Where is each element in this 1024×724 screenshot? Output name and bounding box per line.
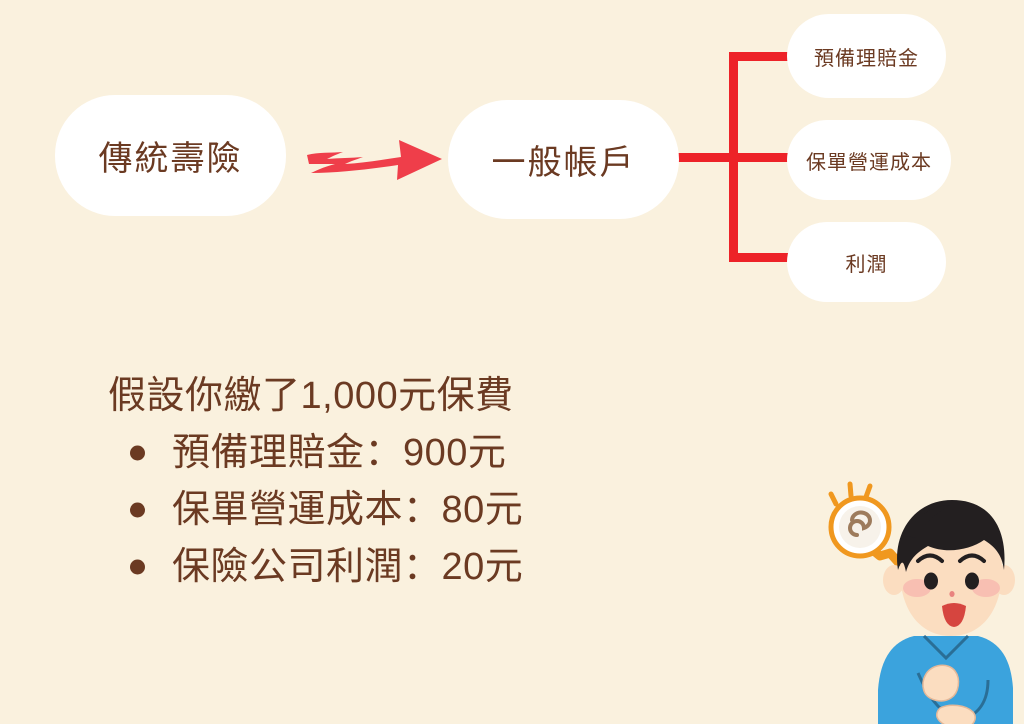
bullet-dot-icon bbox=[130, 502, 145, 518]
explanation-block: 假設你繳了1,000元保費 預備理賠金：900元 保單營運成本：80元 保險公司… bbox=[100, 372, 720, 596]
cheek-right bbox=[972, 579, 1000, 597]
list-item-label: 保險公司利潤：20元 bbox=[172, 545, 524, 588]
idea-spark-icon bbox=[828, 481, 873, 507]
diagram-node-traditional-insurance: 傳統壽險 bbox=[55, 95, 286, 216]
diagram-node-profit: 利潤 bbox=[787, 222, 946, 302]
cheek-left bbox=[903, 579, 931, 597]
mouth bbox=[942, 603, 966, 627]
list-item-label: 預備理賠金：900元 bbox=[172, 431, 507, 474]
boy-with-idea-lightbulb-illustration bbox=[828, 481, 1015, 724]
list-item: 保單營運成本：80元 bbox=[100, 482, 720, 539]
connector-branch-line-bot bbox=[729, 253, 789, 262]
eye-right bbox=[965, 572, 979, 590]
diagram-node-label: 預備理賠金 bbox=[814, 47, 919, 70]
head bbox=[897, 500, 1005, 636]
eye-left bbox=[924, 572, 938, 590]
right-arrow-icon bbox=[307, 140, 442, 180]
diagram-node-label: 利潤 bbox=[845, 253, 888, 276]
explanation-list: 預備理賠金：900元 保單營運成本：80元 保險公司利潤：20元 bbox=[100, 425, 720, 596]
bullet-dot-icon bbox=[130, 559, 145, 575]
connector-trunk-line bbox=[677, 153, 737, 162]
list-item: 預備理賠金：900元 bbox=[100, 425, 720, 482]
diagram-node-policy-operating-cost: 保單營運成本 bbox=[787, 120, 951, 200]
diagram-node-label: 一般帳戶 bbox=[491, 144, 636, 182]
ear-left bbox=[883, 565, 905, 595]
diagram-node-reserve-claim-fund: 預備理賠金 bbox=[787, 14, 946, 98]
diagram-node-general-account: 一般帳戶 bbox=[448, 100, 679, 219]
connector-branch-line-mid bbox=[729, 153, 791, 162]
connector-branch-line-top bbox=[729, 52, 789, 61]
list-item: 保險公司利潤：20元 bbox=[100, 539, 720, 596]
list-item-label: 保單營運成本：80元 bbox=[172, 488, 524, 531]
nose bbox=[949, 591, 955, 597]
diagram-node-label: 保單營運成本 bbox=[806, 151, 932, 174]
bullet-dot-icon bbox=[130, 445, 145, 461]
diagram-node-label: 傳統壽險 bbox=[98, 140, 243, 178]
explanation-heading: 假設你繳了1,000元保費 bbox=[108, 375, 514, 417]
hands bbox=[922, 664, 976, 724]
